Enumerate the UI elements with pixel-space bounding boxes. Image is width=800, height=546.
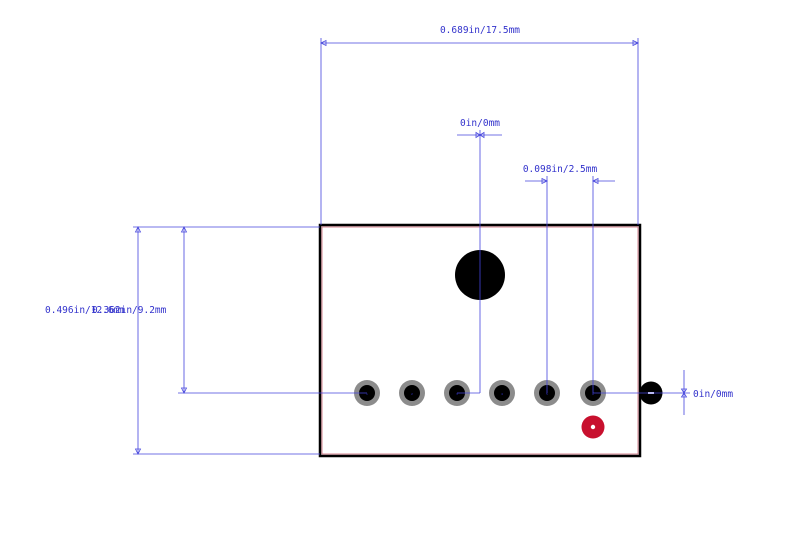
pin-1-label: 1 xyxy=(366,392,368,396)
pin-6-label: 6 xyxy=(592,392,594,396)
dim-overall-width-label: 0.689in/17.5mm xyxy=(440,25,520,36)
pin1-marker xyxy=(581,415,605,439)
pin-4-label: 4 xyxy=(501,392,503,396)
dim-overall-height-2: 0.362in/9.2mm xyxy=(92,226,367,394)
pin-5-label: 5 xyxy=(546,392,548,396)
pin-4: 4 xyxy=(489,380,515,406)
pin-3-label: 3 xyxy=(456,392,458,396)
dim-mounting-hole-offset: 0in/0mm xyxy=(457,118,502,394)
dim-overall-height-1-label: 0.496in/12.6mm xyxy=(45,305,125,316)
pin-2: 2 xyxy=(399,380,425,406)
pin-2-label: 2 xyxy=(411,392,413,396)
dim-overall-height-1: 0.496in/12.6mm xyxy=(45,226,320,455)
dim-mounting-hole-offset-label: 0in/0mm xyxy=(460,118,500,129)
dim-pin-row-offset-label: 0in/0mm xyxy=(693,389,733,400)
dim-overall-height-2-label: 0.362in/9.2mm xyxy=(92,305,167,316)
dim-pin-pitch: 0.098in/2.5mm xyxy=(523,164,615,393)
dim-overall-width: 0.689in/17.5mm xyxy=(320,25,639,225)
dim-pin-row-offset: 0in/0mm xyxy=(593,370,733,415)
dim-pin-pitch-label: 0.098in/2.5mm xyxy=(523,164,598,175)
